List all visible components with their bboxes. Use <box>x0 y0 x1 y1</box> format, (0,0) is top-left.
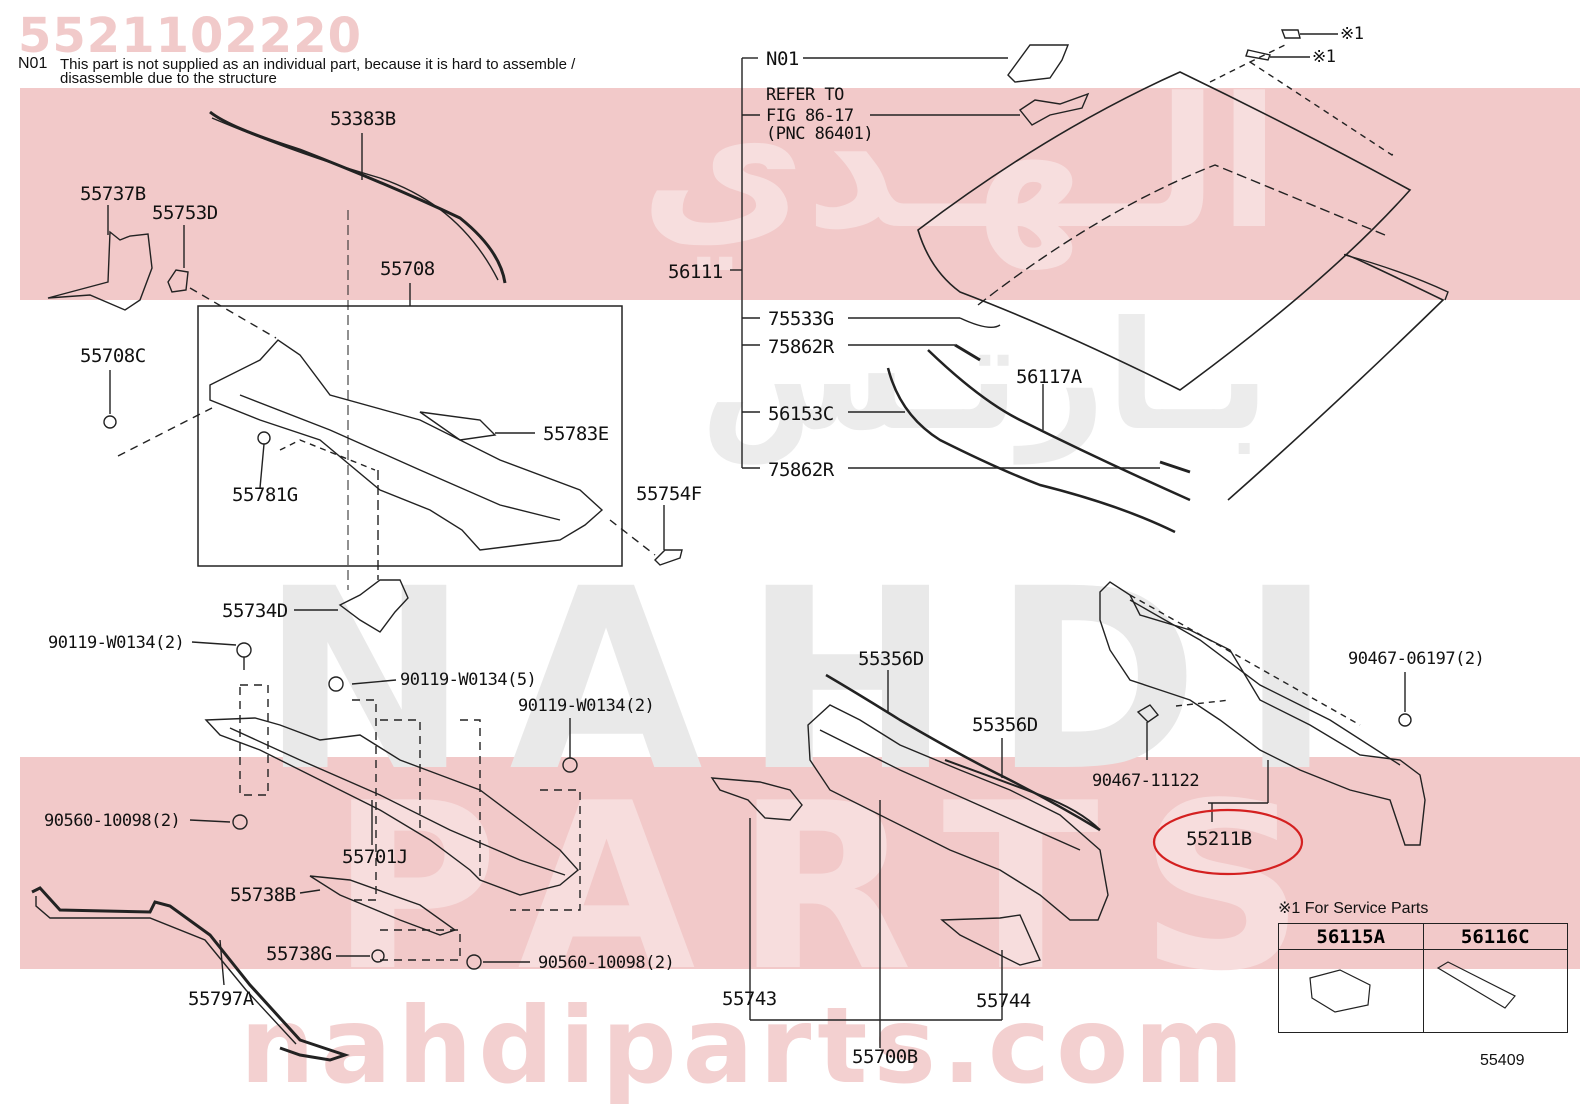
label-55753d: 55753D <box>152 202 218 224</box>
label-56111: 56111 <box>668 261 723 283</box>
label-refer-1: REFER TO <box>766 85 844 105</box>
label-75862r-a: 75862R <box>768 336 834 358</box>
part-number-title: 5521102220 <box>18 8 362 64</box>
label-55356d-a: 55356D <box>858 648 924 670</box>
label-55701j: 55701J <box>342 846 408 868</box>
clip-55753d <box>167 269 189 293</box>
note-code: N01 <box>18 55 48 72</box>
label-mark-2: ※1 <box>1312 47 1336 67</box>
label-mark-1: ※1 <box>1340 24 1364 44</box>
windshield-56111 <box>917 71 1412 391</box>
label-clip-a: 90467-06197(2) <box>1348 649 1485 669</box>
cowl-assembly-55700b <box>807 704 1109 921</box>
label-55737b: 55737B <box>80 183 146 205</box>
molding-56117a <box>927 349 1191 502</box>
service-parts-heading: ※1 For Service Parts <box>1278 900 1429 917</box>
watermark-site: nahdiparts.com <box>240 985 1250 1107</box>
label-55356d-b: 55356D <box>972 714 1038 736</box>
label-washer-b: 90560-10098(2) <box>538 953 675 973</box>
label-bolt-c: 90119-W0134(2) <box>518 696 655 716</box>
seal-strip-53383b <box>209 110 507 284</box>
service-cell-1 <box>1278 949 1424 1033</box>
highlight-circle <box>1152 808 1304 876</box>
bracket-55754f <box>654 549 683 566</box>
figure-number: 55409 <box>1480 1052 1525 1069</box>
service-cell-2 <box>1422 949 1568 1033</box>
sensor-n01 <box>1007 44 1070 83</box>
label-55738b: 55738B <box>230 884 296 906</box>
service-parts-table: 56115A 56116C <box>1278 923 1568 1033</box>
cowl-panel-55701j <box>204 717 580 896</box>
label-bolt-b: 90119-W0134(5) <box>400 670 537 690</box>
panel-55743 <box>710 777 803 821</box>
label-refer-3: (PNC 86401) <box>766 124 874 144</box>
panel-55734d <box>338 579 409 633</box>
label-55797a: 55797A <box>188 988 254 1010</box>
molding-75862r-a <box>954 343 981 362</box>
label-55744: 55744 <box>976 990 1031 1012</box>
watermark-arabic-brand: الـهـدي <box>640 60 1281 269</box>
watermark-brand: NAHDI <box>260 535 1373 826</box>
label-55743: 55743 <box>722 988 777 1010</box>
cowl-top-55708 <box>209 339 604 551</box>
seal-55738b <box>309 875 457 936</box>
label-56153c: 56153C <box>768 403 834 425</box>
cowl-panel-55211b <box>1099 581 1426 846</box>
molding-75862r-b <box>1159 460 1191 474</box>
watermark-arabic-parts: بـارتـس <box>700 290 1270 464</box>
bracket-55737b <box>47 230 153 311</box>
label-75862r-b: 75862R <box>768 459 834 481</box>
watermark-band-top <box>20 88 1580 300</box>
note-line-2: disassemble due to the structure <box>60 70 277 87</box>
label-56117a: 56117A <box>1016 366 1082 388</box>
label-75533g: 75533G <box>768 308 834 330</box>
panel-55744 <box>940 914 1041 966</box>
seal-55356d-b <box>944 759 1101 831</box>
label-55783e: 55783E <box>543 423 609 445</box>
hose-55797a <box>31 886 350 1062</box>
label-55781g: 55781G <box>232 484 298 506</box>
service-col-1: 56115A <box>1278 923 1424 950</box>
label-washer-a: 90560-10098(2) <box>44 811 181 831</box>
service-clip-a <box>1280 29 1301 39</box>
label-55734d: 55734D <box>222 600 288 622</box>
label-n01: N01 <box>766 48 799 70</box>
service-clip-b <box>1245 49 1271 61</box>
label-55211b: 55211B <box>1186 828 1252 850</box>
service-col-2: 56116C <box>1422 923 1568 950</box>
label-55708c: 55708C <box>80 345 146 367</box>
label-55708: 55708 <box>380 258 435 280</box>
label-refer-2: FIG 86-17 <box>766 106 854 126</box>
label-55754f: 55754F <box>636 483 702 505</box>
note-line-1: This part is not supplied as an individu… <box>60 56 576 73</box>
seal-55356d-a <box>825 673 1101 832</box>
label-clip-b: 90467-11122 <box>1092 771 1200 791</box>
label-55738g: 55738G <box>266 943 332 965</box>
label-bolt-a: 90119-W0134(2) <box>48 633 185 653</box>
molding-56153c <box>886 367 1176 534</box>
label-55700b: 55700B <box>852 1046 918 1068</box>
label-53383b: 53383B <box>330 108 396 130</box>
